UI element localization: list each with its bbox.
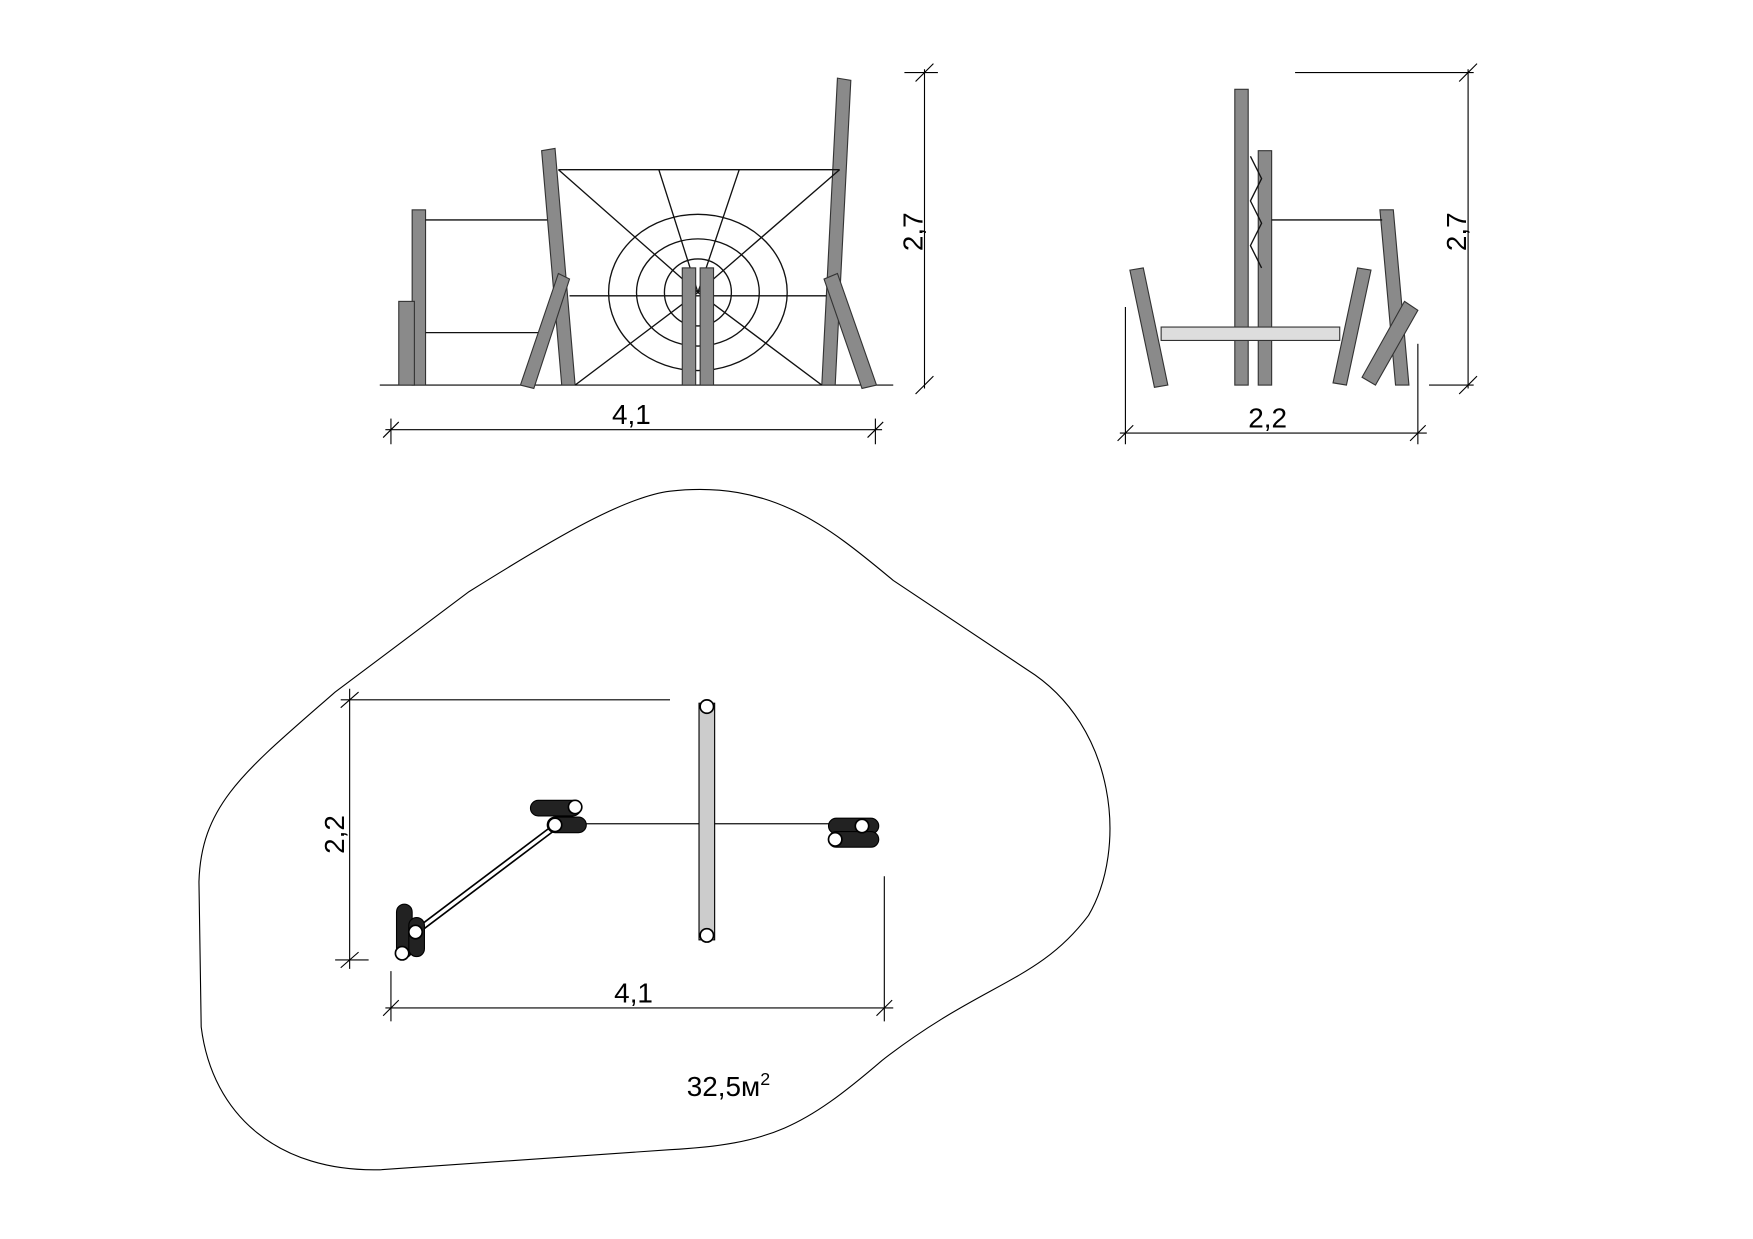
- plan-view: 2,2 4,1 32,5м2: [198, 488, 1111, 1171]
- side-width-label: 2,2: [1248, 403, 1287, 434]
- safety-zone-outline: [198, 488, 1111, 1171]
- front-height-label: 2,7: [897, 212, 928, 251]
- plan-width-label: 4,1: [614, 977, 653, 1008]
- plan-depth-label: 2,2: [319, 815, 350, 854]
- side-view: 2,7 2,2: [1117, 63, 1478, 445]
- front-width-label: 4,1: [612, 399, 651, 430]
- side-height-label: 2,7: [1441, 212, 1472, 251]
- front-view: 2,7 4,1: [379, 63, 938, 445]
- area-label: 32,5м2: [687, 1069, 770, 1102]
